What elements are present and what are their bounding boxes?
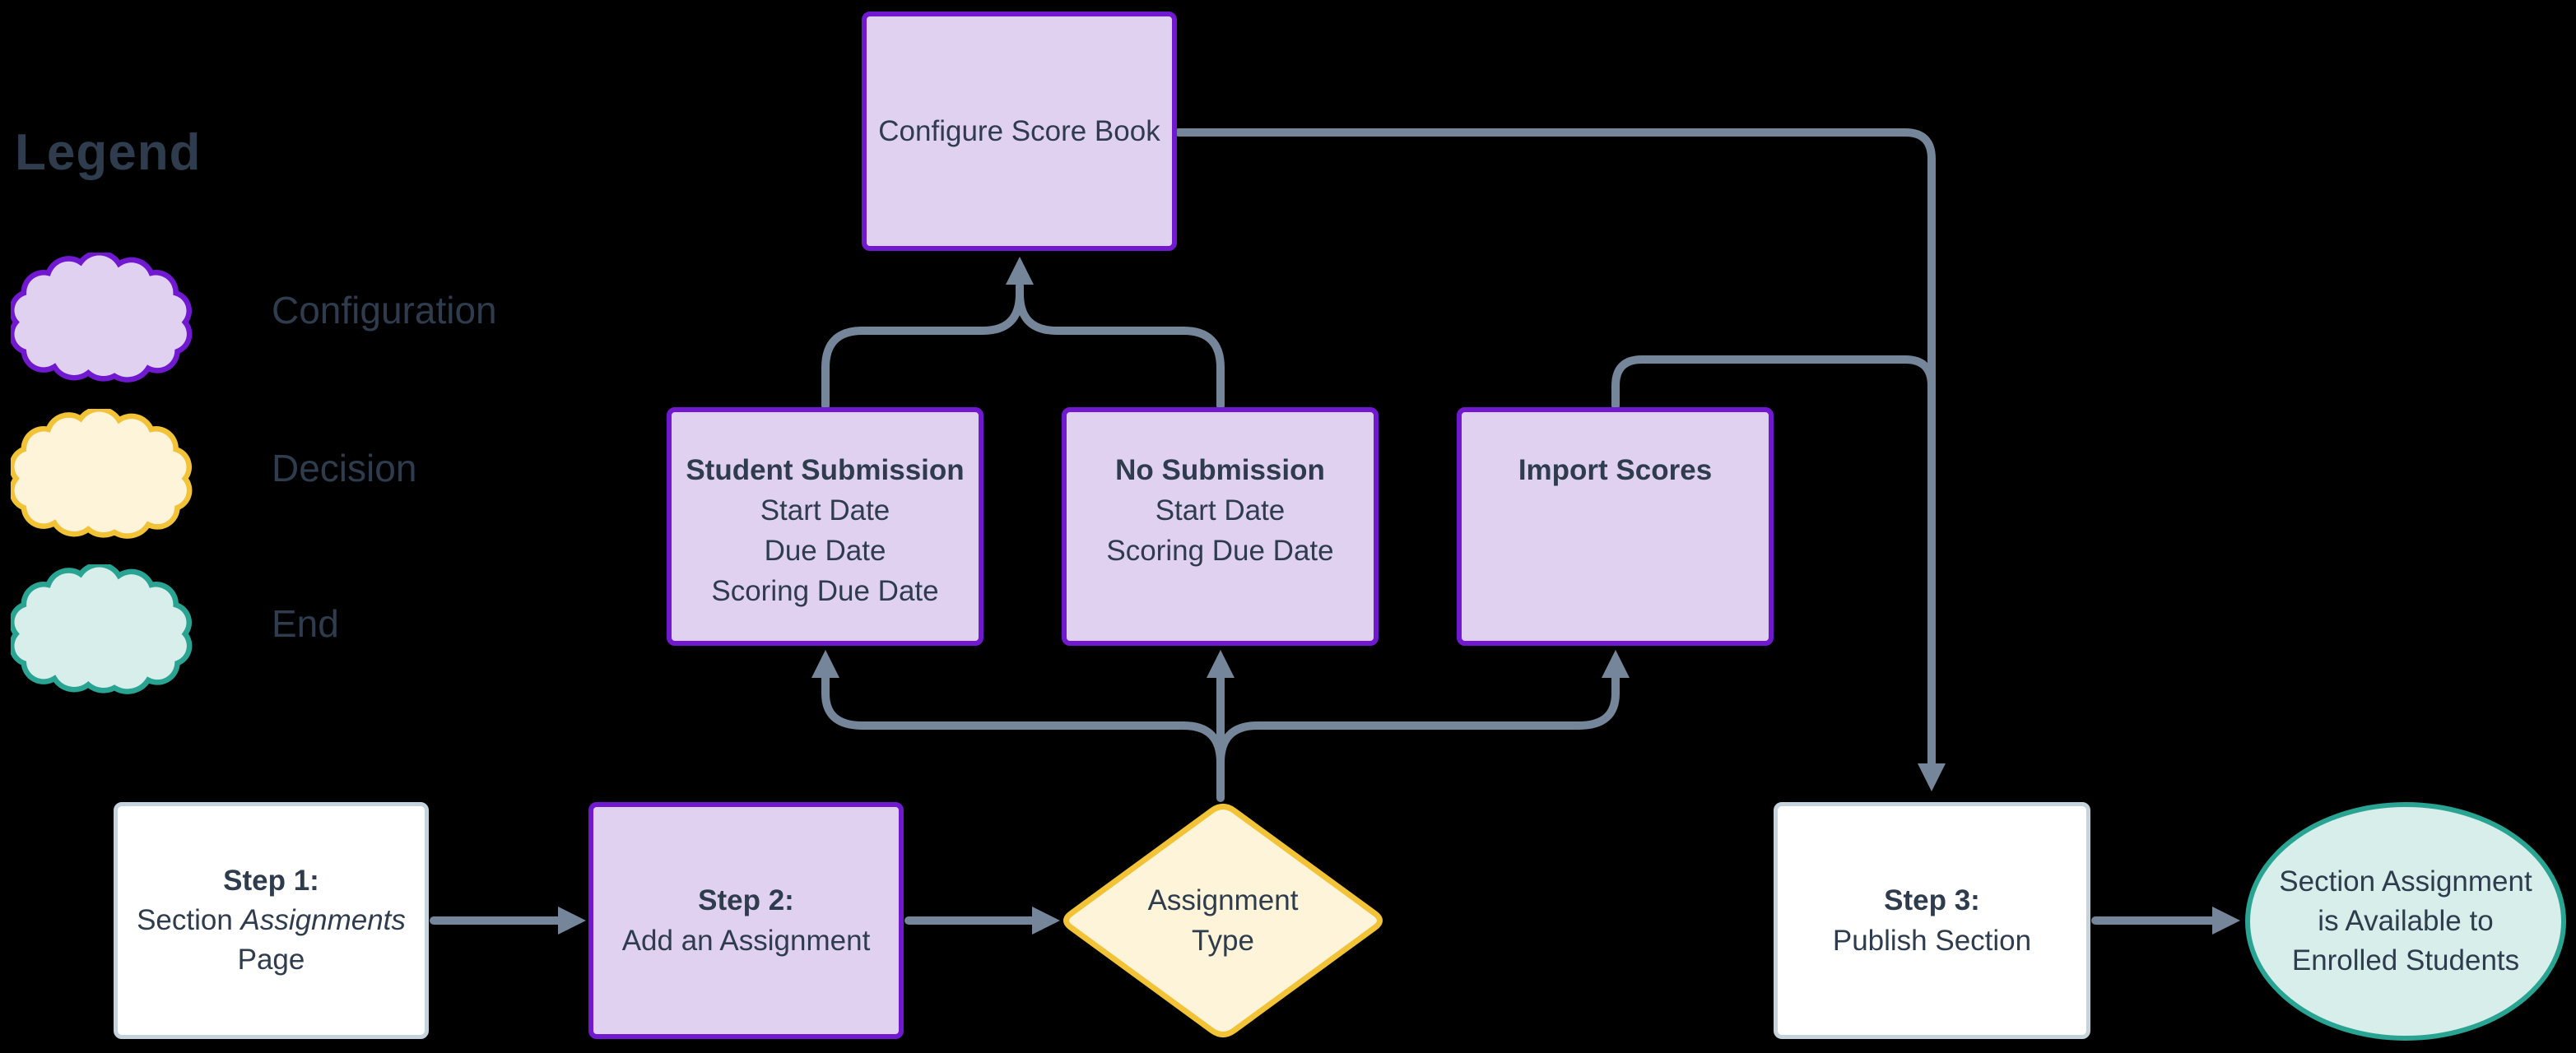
no-submission-line: Start Date (1155, 494, 1286, 526)
end-line: is Available to (2318, 905, 2494, 937)
connector-nosubmission-configure (1016, 282, 1225, 410)
step1-node: Step 1: Section Assignments Page (114, 802, 429, 1039)
arrowhead-into-nosubmission (1207, 650, 1235, 678)
connector-import-join (1611, 355, 1936, 410)
arrowhead-into-student (811, 650, 839, 678)
decision-line: Type (1192, 925, 1254, 957)
import-scores-node: Import Scores (1457, 407, 1774, 646)
student-submission-line: Due Date (764, 535, 886, 567)
end-cloud-icon (11, 564, 193, 694)
step3-line: Publish Section (1832, 925, 2032, 957)
configure-score-book-label: Configure Score Book (878, 115, 1160, 147)
decision-line: Assignment (1147, 884, 1299, 916)
decision-diamond-shape (1063, 804, 1383, 1037)
connector-decision-student (821, 670, 1225, 800)
step1-title: Step 1: (223, 865, 319, 897)
connector-configure-step3 (1174, 128, 1936, 768)
end-line: Enrolled Students (2291, 944, 2520, 976)
arrowhead-into-step3 (1918, 763, 1946, 791)
arrowhead-into-configure (1006, 257, 1034, 285)
step3-node: Step 3: Publish Section (1774, 802, 2090, 1039)
step2-node: Step 2: Add an Assignment (588, 802, 904, 1039)
legend-label-decision: Decision (272, 447, 417, 489)
no-submission-title: No Submission (1115, 454, 1325, 486)
arrowhead-into-import (1602, 650, 1630, 678)
legend-title: Legend (15, 124, 202, 181)
student-submission-node: Student Submission Start Date Due Date S… (667, 407, 983, 646)
step2-title: Step 2: (698, 884, 794, 916)
connector-decision-import (1216, 670, 1620, 800)
student-submission-line: Scoring Due Date (711, 575, 939, 607)
end-line: Section Assignment (2279, 865, 2532, 898)
configuration-cloud-icon (11, 253, 193, 383)
step3-title: Step 3: (1884, 884, 1980, 916)
legend-label-end: End (272, 602, 339, 645)
decision-cloud-icon (11, 409, 193, 539)
arrowhead-into-end (2212, 907, 2240, 935)
step1-line3: Page (237, 944, 305, 976)
legend-label-configuration: Configuration (272, 289, 497, 332)
no-submission-node: No Submission Start Date Scoring Due Dat… (1062, 407, 1379, 646)
arrowhead-into-decision (1032, 907, 1060, 935)
connector-student-configure (821, 282, 1024, 410)
arrowhead-into-step2 (558, 907, 586, 935)
decision-diamond-node: Assignment Type (1124, 874, 1322, 967)
step1-line2-italic: Assignments (240, 904, 406, 936)
no-submission-line: Scoring Due Date (1106, 535, 1334, 567)
configure-score-book-node: Configure Score Book (862, 12, 1177, 251)
student-submission-line: Start Date (760, 494, 890, 526)
step2-line: Add an Assignment (621, 925, 871, 957)
student-submission-title: Student Submission (686, 454, 965, 486)
step1-line2: Section Assignments (137, 901, 406, 940)
import-scores-title: Import Scores (1518, 454, 1713, 486)
end-ellipse-node: Section Assignment is Available to Enrol… (2245, 802, 2566, 1041)
step1-line2-normal: Section (137, 904, 241, 936)
